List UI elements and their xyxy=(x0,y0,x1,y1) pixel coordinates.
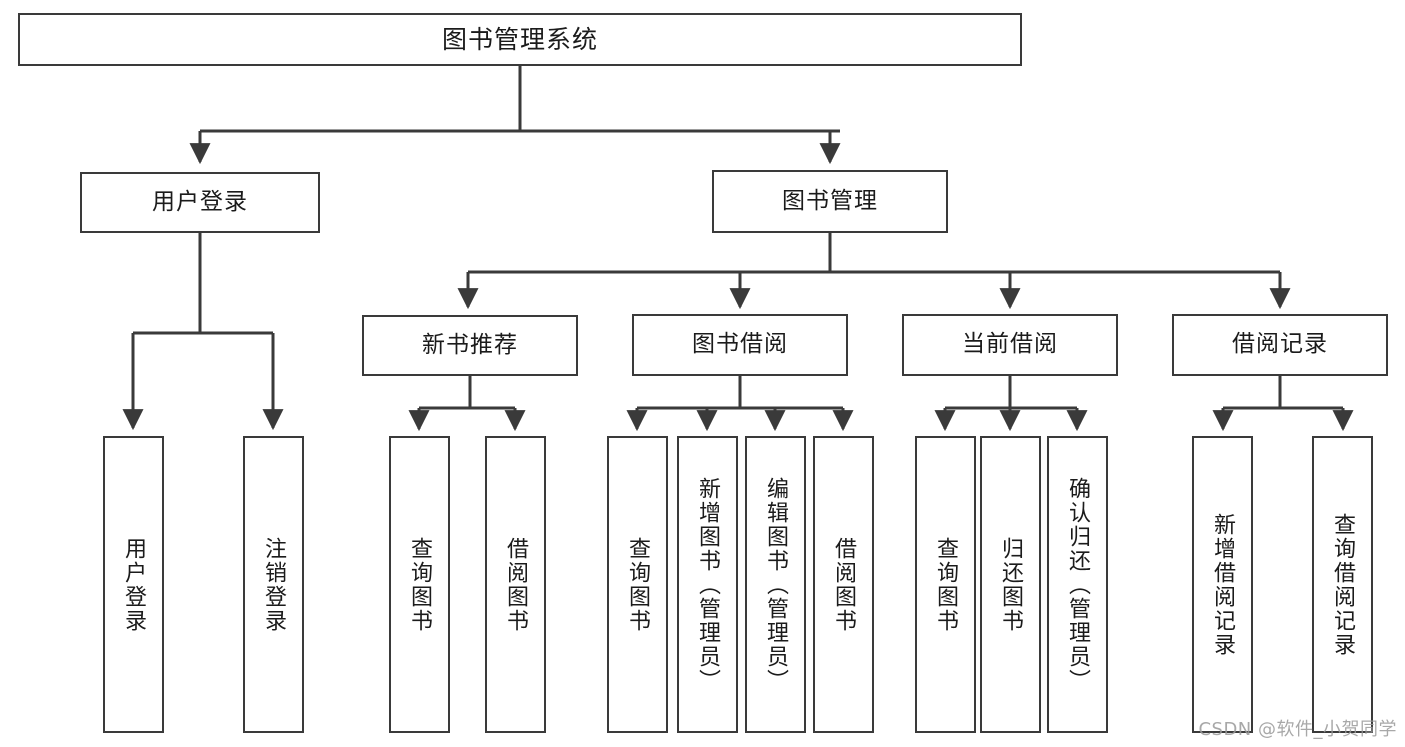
leaf-edit-book-admin[interactable]: 编辑图书（管理员） xyxy=(745,436,806,733)
node-current-borrowing[interactable]: 当前借阅 xyxy=(902,314,1118,376)
node-label: 查询借阅记录 xyxy=(1330,512,1356,657)
node-label: 借阅图书 xyxy=(503,536,529,633)
node-borrowing-record[interactable]: 借阅记录 xyxy=(1172,314,1388,376)
node-new-book-recommendation[interactable]: 新书推荐 xyxy=(362,315,578,376)
leaf-confirm-return-admin[interactable]: 确认归还（管理员） xyxy=(1047,436,1108,733)
node-label: 图书管理系统 xyxy=(441,24,598,54)
leaf-user-login[interactable]: 用户登录 xyxy=(103,436,164,733)
leaf-query-book-current[interactable]: 查询图书 xyxy=(915,436,976,733)
leaf-return-book[interactable]: 归还图书 xyxy=(980,436,1041,733)
node-book-management-system[interactable]: 图书管理系统 xyxy=(18,13,1022,66)
node-label: 当前借阅 xyxy=(962,331,1058,358)
leaf-borrow-book-new-book[interactable]: 借阅图书 xyxy=(485,436,546,733)
node-book-management[interactable]: 图书管理 xyxy=(712,170,948,233)
node-label: 查询图书 xyxy=(625,536,651,633)
leaf-add-borrowing-record[interactable]: 新增借阅记录 xyxy=(1192,436,1253,733)
node-label: 用户登录 xyxy=(152,188,248,215)
leaf-query-borrowing-record[interactable]: 查询借阅记录 xyxy=(1312,436,1373,733)
node-label: 借阅图书 xyxy=(831,536,857,633)
node-label: 查询图书 xyxy=(933,536,959,633)
node-label: 新书推荐 xyxy=(422,331,518,358)
watermark-text: CSDN @软件_小贺同学 xyxy=(1198,719,1397,740)
node-label: 确认归还（管理员） xyxy=(1065,476,1091,693)
node-user-login[interactable]: 用户登录 xyxy=(80,172,320,233)
leaf-borrow-book-borrowing[interactable]: 借阅图书 xyxy=(813,436,874,733)
node-label: 编辑图书（管理员） xyxy=(763,476,789,693)
leaf-query-book-borrowing[interactable]: 查询图书 xyxy=(607,436,668,733)
leaf-logout-login[interactable]: 注销登录 xyxy=(243,436,304,733)
node-label: 新增图书（管理员） xyxy=(695,476,721,693)
node-label: 借阅记录 xyxy=(1232,331,1328,358)
leaf-query-book-new-book[interactable]: 查询图书 xyxy=(389,436,450,733)
node-label: 图书管理 xyxy=(782,187,878,214)
leaf-add-book-admin[interactable]: 新增图书（管理员） xyxy=(677,436,738,733)
node-label: 图书借阅 xyxy=(692,331,788,358)
node-label: 新增借阅记录 xyxy=(1210,512,1236,657)
node-label: 注销登录 xyxy=(261,536,287,633)
node-label: 用户登录 xyxy=(121,536,147,633)
node-label: 归还图书 xyxy=(998,536,1024,633)
node-book-borrowing[interactable]: 图书借阅 xyxy=(632,314,848,376)
node-label: 查询图书 xyxy=(407,536,433,633)
